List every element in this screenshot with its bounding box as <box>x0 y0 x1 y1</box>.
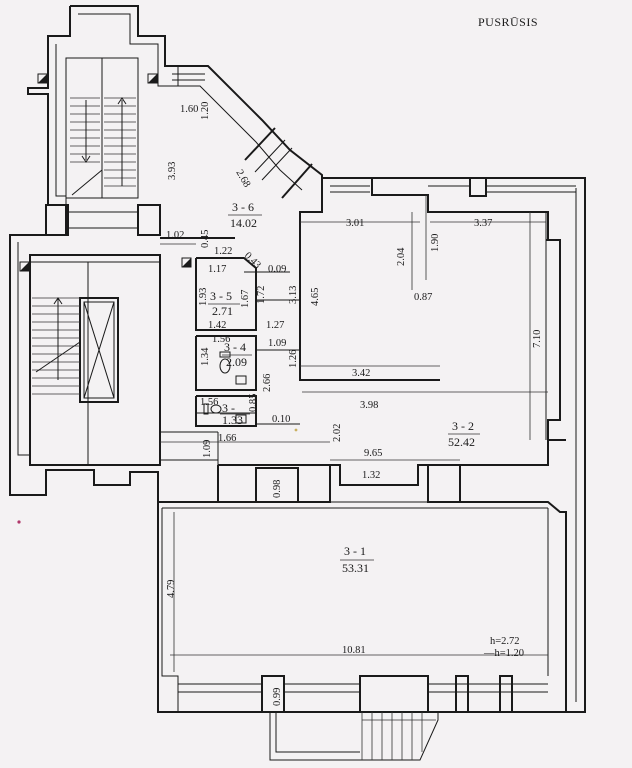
dim-3-42: 3.42 <box>352 368 370 379</box>
dim-1-27: 1.27 <box>266 320 284 331</box>
room-3-5-id: 3 - 5 <box>210 289 232 303</box>
dim-4-65: 4.65 <box>310 288 321 306</box>
room-3-wc-area: 1.33 <box>222 413 243 427</box>
outer-walls <box>9 5 586 713</box>
room-3-2-id: 3 - 2 <box>452 419 474 433</box>
dim-0-43: 0.43 <box>242 250 263 271</box>
room-3-4-area: 2.09 <box>226 355 247 369</box>
height-ceiling: h=2.72 <box>490 636 520 647</box>
room-3-5-area: 2.71 <box>212 304 233 318</box>
dim-0-45: 0.45 <box>200 230 211 248</box>
dim-1-90: 1.90 <box>430 234 441 252</box>
room-3-1-id: 3 - 1 <box>344 544 366 558</box>
room-labels: 3 - 6 14.02 3 - 5 2.71 3 - 4 2.09 3 - 1.… <box>208 200 480 575</box>
dim-1-56-a: 1.56 <box>212 334 230 345</box>
dim-7-10: 7.10 <box>532 330 543 348</box>
dim-1-72: 1.72 <box>256 286 267 304</box>
plan-title: PUSRŪSIS <box>478 15 538 29</box>
dim-1-67: 1.67 <box>240 290 251 308</box>
dim-2-66: 2.66 <box>262 374 273 392</box>
room-3-1-walls <box>161 507 549 761</box>
upper-staircase <box>37 57 161 236</box>
dim-1-09-a: 1.09 <box>268 338 286 349</box>
dim-2-68: 2.68 <box>233 168 252 189</box>
dim-1-60: 1.60 <box>180 104 198 115</box>
dim-1-09-b: 1.09 <box>202 440 213 458</box>
room-3-4-id: 3 - 4 <box>224 340 246 354</box>
dim-0-87: 0.87 <box>414 292 432 303</box>
dim-3-37: 3.37 <box>474 218 492 229</box>
dim-3-93: 3.93 <box>167 162 178 180</box>
windows-top <box>172 66 313 199</box>
room-3-6-area: 14.02 <box>230 216 257 230</box>
room-3-2-area: 52.42 <box>448 435 475 449</box>
dim-1-56-b: 1.56 <box>200 397 218 408</box>
dim-2-04: 2.04 <box>396 247 407 266</box>
dim-1-22: 1.22 <box>214 246 232 257</box>
lower-staircase <box>19 254 218 466</box>
dim-1-66: 1.66 <box>218 433 236 444</box>
dim-1-42: 1.42 <box>208 320 226 331</box>
dim-4-79: 4.79 <box>166 580 177 598</box>
middle-wall <box>158 440 567 712</box>
room-3-wc-id: 3 - <box>222 401 235 415</box>
dim-0-99: 0.99 <box>272 688 283 706</box>
height-labels: h=2.72 —h=1.20 <box>483 636 524 659</box>
dim-9-65: 9.65 <box>364 448 382 459</box>
dim-1-02: 1.02 <box>166 230 184 241</box>
margin-dot <box>294 428 298 432</box>
dim-3-13: 3.13 <box>288 286 299 304</box>
dim-3-01: 3.01 <box>346 218 364 229</box>
dim-10-81: 10.81 <box>342 645 366 656</box>
dim-1-17: 1.17 <box>208 264 226 275</box>
height-below-ground: —h=1.20 <box>483 648 524 659</box>
dimension-lines <box>160 195 548 672</box>
margin-dot <box>17 520 21 524</box>
dim-1-34: 1.34 <box>200 347 211 366</box>
dim-1-32: 1.32 <box>362 470 380 481</box>
room-3-1-area: 53.31 <box>342 561 369 575</box>
dim-1-20-top: 1.20 <box>200 102 211 120</box>
dim-1-26: 1.26 <box>288 350 299 368</box>
dim-3-98: 3.98 <box>360 400 378 411</box>
dim-2-02: 2.02 <box>332 424 343 442</box>
dim-0-85: 0.85 <box>248 394 259 412</box>
dim-0-98: 0.98 <box>272 480 283 498</box>
room-3-6-id: 3 - 6 <box>232 200 254 214</box>
small-rooms <box>160 237 300 465</box>
dim-1-93: 1.93 <box>198 288 209 306</box>
dim-0-09: 0.09 <box>268 264 286 275</box>
dim-0-10: 0.10 <box>272 414 290 425</box>
